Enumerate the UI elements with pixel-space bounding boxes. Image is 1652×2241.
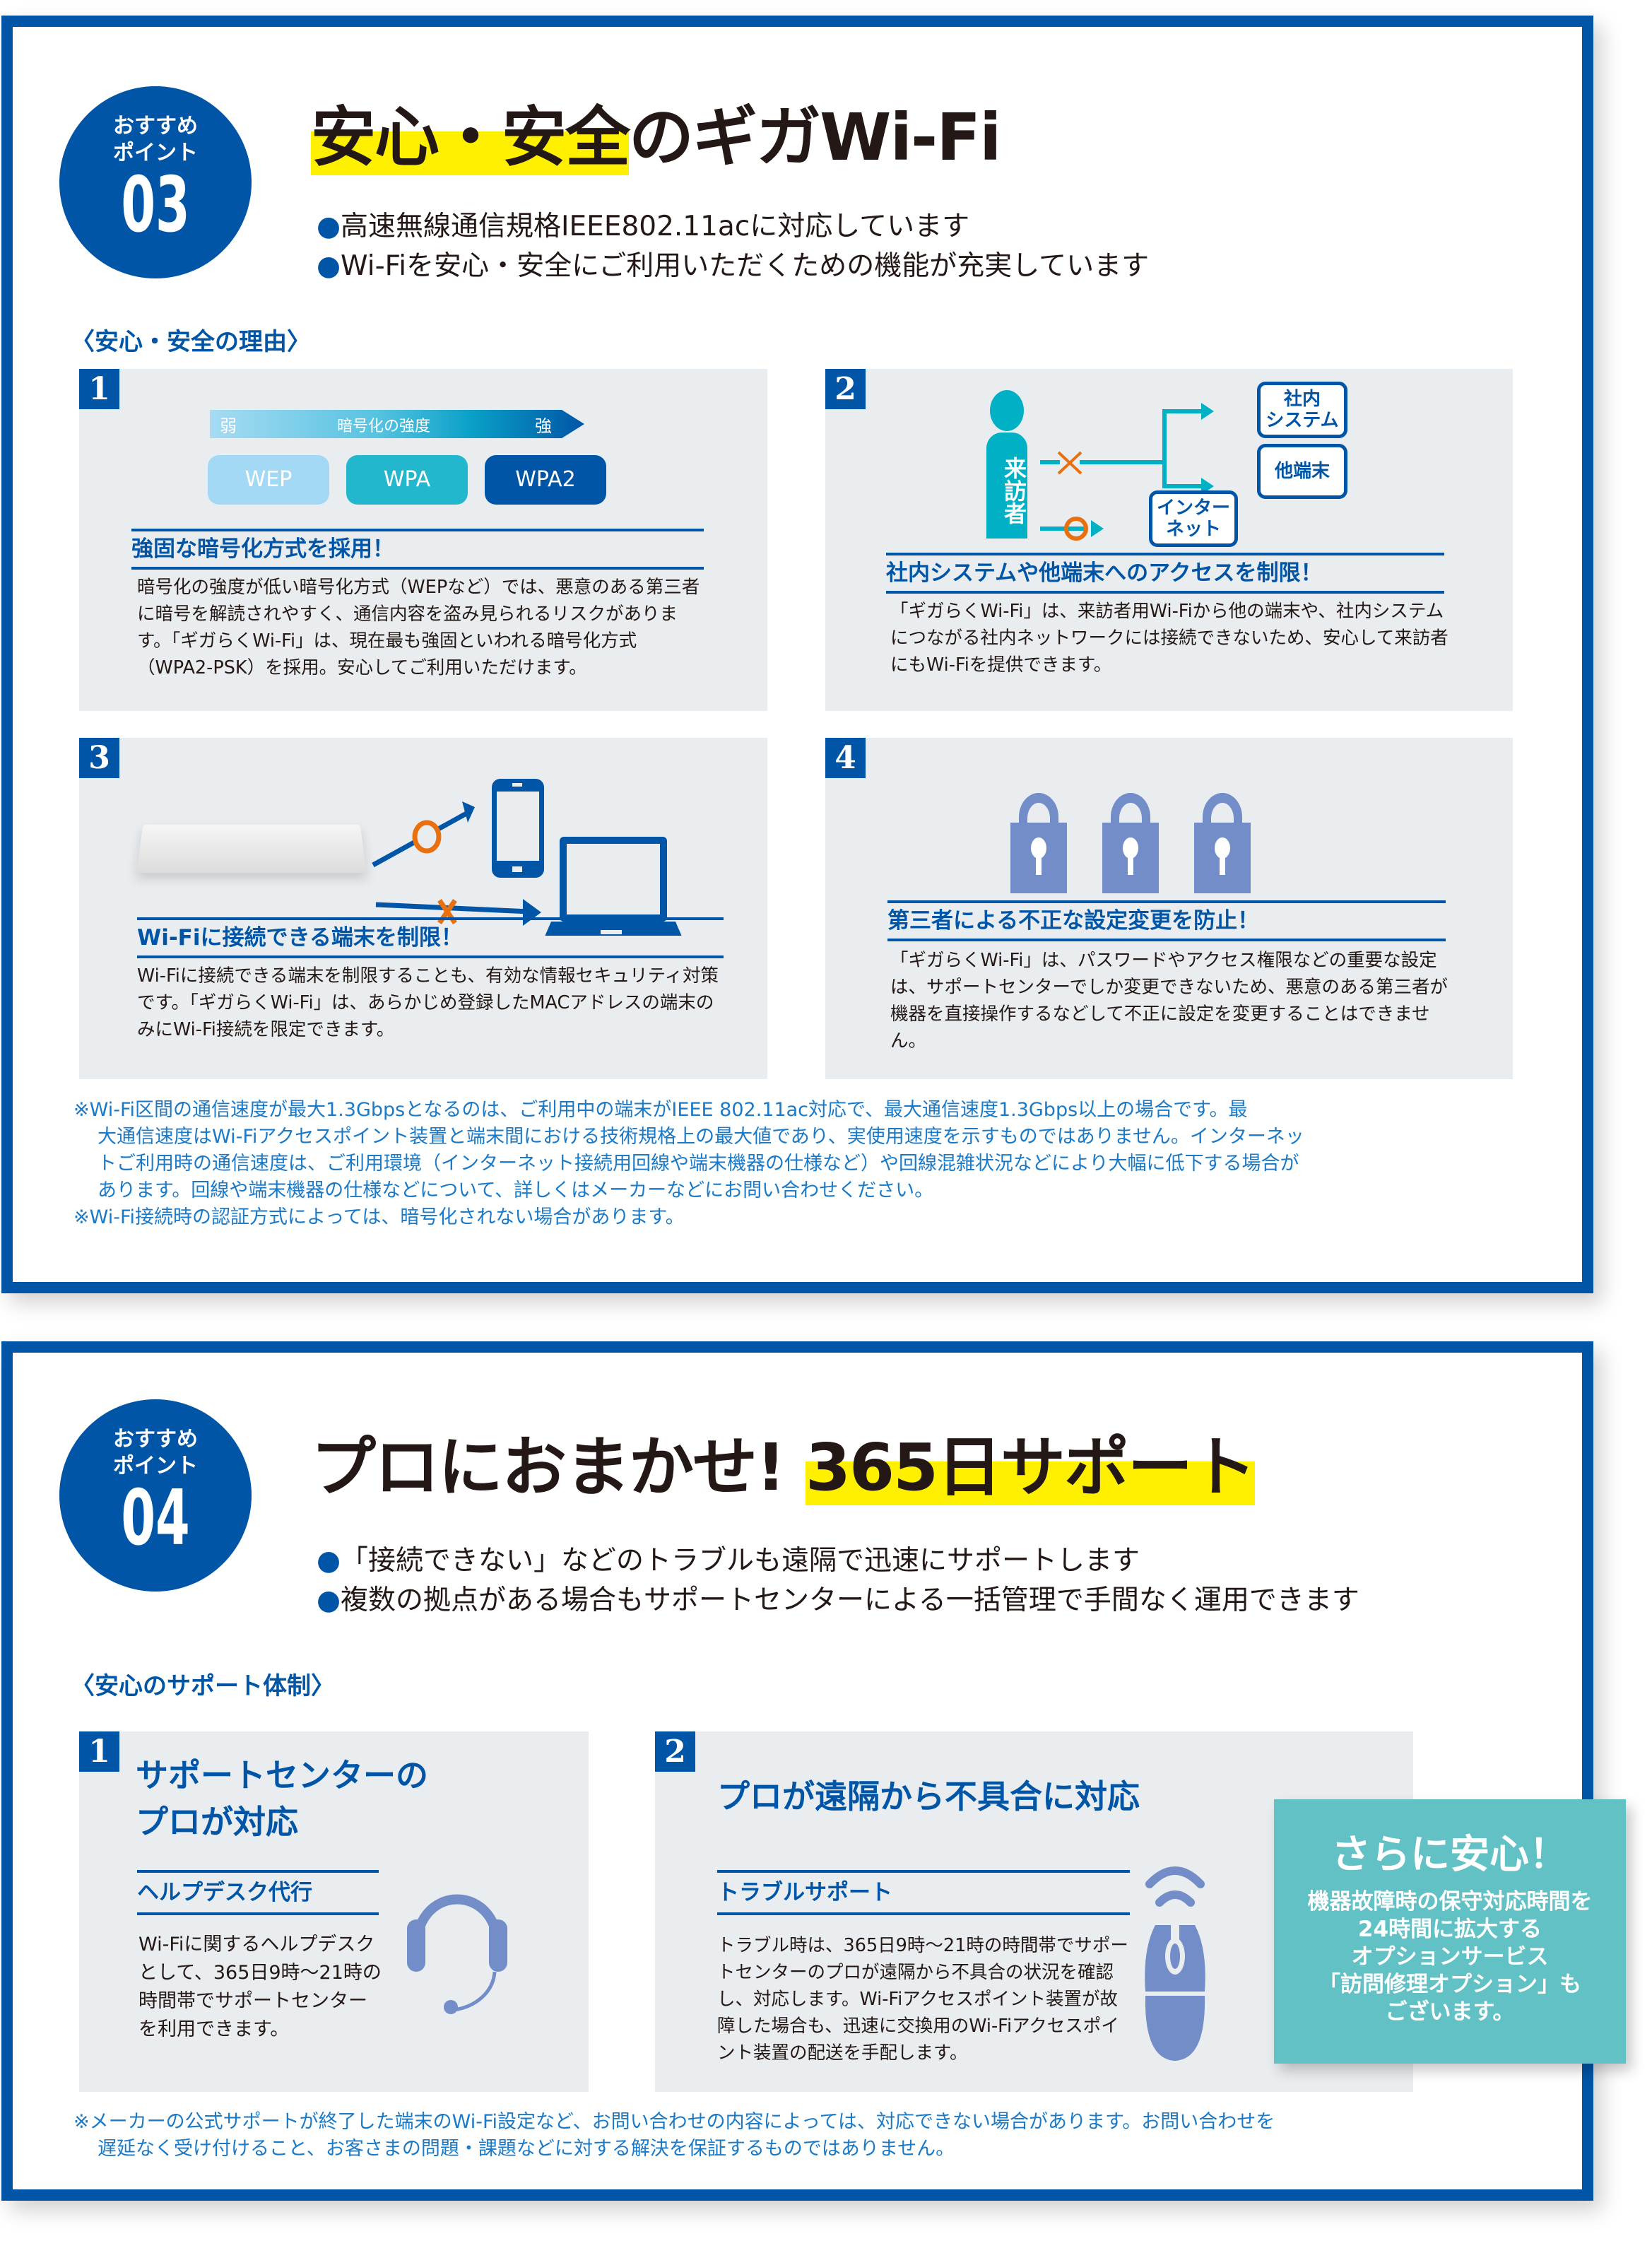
title-rest: のギガWi-Fi [629,100,1002,175]
badge-number: 04 [121,1474,190,1563]
callout-title: さらに安心！ [1331,1832,1569,1878]
support-card-subheading: ヘルプデスク代行 [137,1870,379,1915]
padlock-icon [1010,793,1067,893]
card-heading: 第三者による不正な設定変更を防止！ [887,900,1446,941]
visitor-body-icon: 来訪者 [986,433,1027,539]
extra-assurance-callout: さらに安心！ 機器故障時の保守対応時間を 24時間に拡大する オプションサービス… [1274,1799,1626,2064]
allowed-circle-icon [412,820,442,854]
pill-wep: WEP [208,455,329,505]
device-connection-arrows [372,779,682,936]
section-03-bullet-2: ●Wi-Fiを安心・安全にご利用いただくための機能が充実しています [317,250,1150,282]
support-card-body: Wi-Fiに関するヘルプデスクとして、365日9時〜21時の時間帯でサポートセン… [138,1934,382,2040]
visitor-label: 来訪者 [1001,457,1027,524]
badge-number: 03 [121,161,190,249]
other-device-box: 他端末 [1257,444,1347,499]
card-body: 暗号化の強度が低い暗号化方式（WEPなど）では、悪意のある第三者に暗号を解読され… [137,577,700,678]
mouse-icon [1145,1866,1205,2061]
headset-icon [407,1894,507,2014]
support-card-title: プロが遠隔から不具合に対応 [717,1777,1140,1816]
access-point-device-icon [136,824,367,874]
padlock-icon [1102,793,1159,893]
strength-label: 暗号化の強度 [337,418,431,435]
badge-label-top: おすすめ [113,114,198,139]
support-card-title-line1: サポートセンターの [136,1756,428,1794]
reason-card-3: 3 Wi-Fiに接続できる端末を制限！ Wi-Fiに接続できる端末を制限すること… [79,738,767,1079]
laptop-icon [545,837,682,936]
support-card-title-line2: プロが対応 [136,1803,298,1841]
padlock-icons [1010,793,1251,893]
card-number-badge: 2 [655,1731,695,1772]
section-04-title: プロにおまかせ! 365日サポート [311,1429,1256,1507]
title-highlight: 365日サポート [806,1430,1256,1505]
section-03-bullet-1: ●高速無線通信規格IEEE802.11acに対応しています [317,211,970,242]
card-number-badge: 2 [825,369,866,409]
bullet-dot-icon: ● [317,211,341,242]
section-04-footnotes: ※メーカーの公式サポートが終了した端末のWi-Fi設定など、お問い合わせの内容に… [73,2111,1275,2160]
section-04-bullet-1: ●「接続できない」などのトラブルも遠隔で迅速にサポートします [317,1545,1140,1577]
support-card-body: トラブル時は、365日9時〜21時の時間帯でサポートセンターのプロが遠隔から不具… [717,1935,1128,2064]
card-heading: 強固な暗号化方式を採用！ [131,529,704,570]
smartphone-icon [492,779,544,878]
pill-wpa2: WPA2 [485,455,606,505]
section-03-footnotes: ※Wi-Fi区間の通信速度が最大1.3Gbpsとなるのは、ご利用中の端末がIEE… [73,1099,1304,1228]
section-04-subheading: 〈安心のサポート体制〉 [71,1672,335,1700]
card-number-badge: 3 [79,738,119,778]
bullet-dot-icon: ● [317,250,341,282]
internet-box: インター ネット [1149,490,1238,547]
bullet-dot-icon: ● [317,1584,341,1616]
badge-label-top: おすすめ [113,1427,198,1452]
section-03-title: 安心・安全のギガWi-Fi [311,99,1002,177]
badge-label-mid: ポイント [113,141,198,165]
title-rest: プロにおまかせ! [311,1430,806,1505]
padlock-icon [1194,793,1251,893]
strength-weak-label: 弱 [220,416,237,436]
visitor-head-icon [990,390,1024,431]
card-body: 「ギガらくWi-Fi」は、パスワードやアクセス権限などの重要な設定は、サポートセ… [890,950,1448,1052]
reason-card-2: 2 来訪者 社内 システム 他端末 インター ネット 社内システムや他端末へのア… [825,369,1513,711]
allowed-circle-icon [1064,517,1088,541]
support-card-subheading: トラブルサポート [717,1870,1130,1915]
section-03-subheading: 〈安心・安全の理由〉 [71,328,311,356]
pill-wpa: WPA [346,455,468,505]
support-card-1: 1 サポートセンターの プロが対応 ヘルプデスク代行 Wi-Fiに関するヘルプデ… [79,1731,589,2092]
internal-system-box: 社内 システム [1257,382,1347,438]
bullet-dot-icon: ● [317,1545,341,1577]
callout-text: 機器故障時の保守対応時間を 24時間に拡大する オプションサービス 「訪問修理オ… [1307,1889,1593,2025]
encryption-strength-bar: 弱 暗号化の強度 強 [210,410,584,438]
network-diagram-arrows [1040,403,1214,541]
section-04-bullet-2: ●複数の拠点がある場合もサポートセンターによる一括管理で手間なく運用できます [317,1584,1359,1616]
card-number-badge: 1 [79,1731,119,1772]
card-body: Wi-Fiに接続できる端末を制限することも、有効な情報セキュリティ対策です。「ギ… [137,965,719,1040]
card-heading: 社内システムや他端末へのアクセスを制限！ [886,553,1444,594]
reason-card-4: 4 第三者による不正な設定変更を防止！ 「ギガらくWi-Fi」は、パスワードやア… [825,738,1513,1079]
card-body: 「ギガらくWi-Fi」は、来訪者用Wi-Fiから他の端末や、社内システムにつなが… [890,601,1449,676]
recommend-point-03-badge: おすすめ ポイント 03 [59,86,252,278]
card-number-badge: 1 [79,369,119,409]
card-number-badge: 4 [825,738,866,778]
strength-strong-label: 強 [535,416,552,436]
title-highlight: 安心・安全 [311,100,630,175]
card-heading: Wi-Fiに接続できる端末を制限！ [137,917,724,958]
reason-card-1: 1 弱 暗号化の強度 強 WEP WPA WPA2 強固な暗号化方式を採用！ 暗… [79,369,767,711]
recommend-point-04-badge: おすすめ ポイント 04 [59,1399,252,1592]
badge-label-mid: ポイント [113,1454,198,1478]
